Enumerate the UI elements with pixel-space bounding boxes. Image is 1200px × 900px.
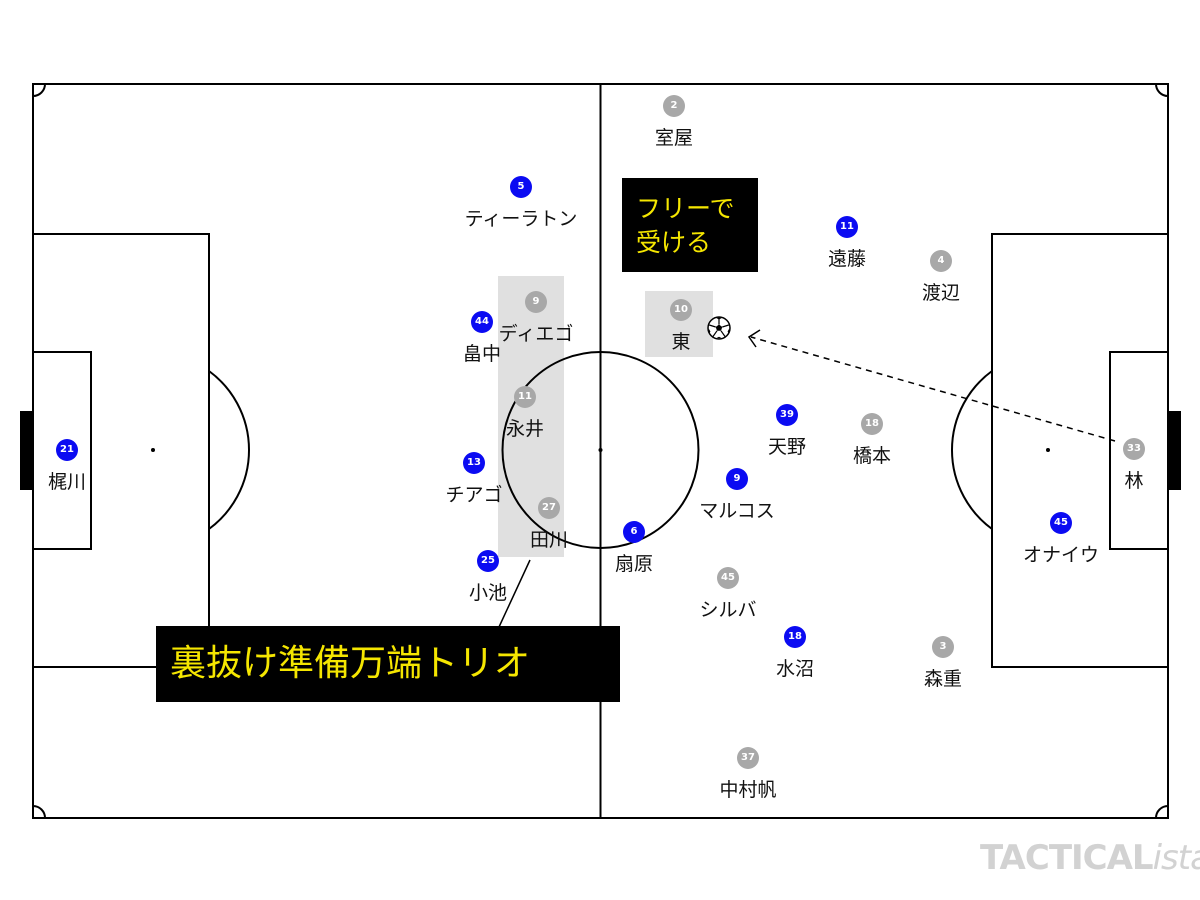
player-number-badge: 37 (737, 747, 759, 769)
away-player-nakamura-ho[interactable]: 37 中村帆 (688, 747, 808, 802)
player-name: 水沼 (775, 658, 814, 680)
home-player-mizunuma[interactable]: 18 水沼 (735, 626, 855, 681)
right-penalty-arc (951, 370, 993, 530)
away-player-tagawa[interactable]: 27 田川 (489, 497, 609, 552)
player-number-badge: 11 (836, 216, 858, 238)
away-player-silva[interactable]: 45 シルバ (668, 567, 788, 622)
free-receive-note: フリーで 受ける (622, 178, 758, 272)
free-receive-note-line1: フリーで (636, 194, 735, 223)
player-number-badge: 45 (717, 567, 739, 589)
player-name: 田川 (529, 529, 568, 551)
player-name: 中村帆 (719, 779, 777, 801)
player-name: 天野 (767, 436, 806, 458)
home-player-marcos[interactable]: 9 マルコス (677, 468, 797, 523)
away-player-hashimoto[interactable]: 18 橋本 (812, 413, 932, 468)
player-number-badge: 39 (776, 404, 798, 426)
player-number-badge: 10 (670, 299, 692, 321)
player-name: チアゴ (445, 484, 503, 506)
home-player-thiago[interactable]: 13 チアゴ (414, 452, 534, 507)
player-name: 渡辺 (921, 282, 960, 304)
player-name: 橋本 (852, 445, 891, 467)
player-number-badge: 18 (784, 626, 806, 648)
watermark-main: TACTICAL (980, 838, 1154, 878)
left-penalty-arc (208, 370, 250, 530)
player-name: 森重 (923, 668, 962, 690)
left-penalty-spot (151, 448, 155, 452)
corner-arc-bottom-right (1155, 805, 1169, 819)
free-receive-note-line2: 受ける (636, 228, 712, 257)
home-player-hatanaka[interactable]: 44 畠中 (422, 311, 542, 366)
player-number-badge: 44 (471, 311, 493, 333)
right-goal (1168, 411, 1181, 490)
away-player-muroya[interactable]: 2 室屋 (614, 95, 734, 150)
player-name: 小池 (468, 582, 507, 604)
away-player-watanabe[interactable]: 4 渡辺 (881, 250, 1001, 305)
corner-arc-top-right (1155, 83, 1169, 97)
player-name: オナイウ (1022, 544, 1099, 566)
trio-callout-line (498, 559, 531, 628)
home-player-endo[interactable]: 11 遠藤 (787, 216, 907, 271)
center-spot (598, 448, 603, 452)
right-penalty-spot (1046, 448, 1050, 452)
watermark-italic: ista (1152, 838, 1200, 878)
player-number-badge: 27 (538, 497, 560, 519)
player-number-badge: 11 (514, 386, 536, 408)
left-goal (20, 411, 33, 490)
center-circle (501, 351, 700, 549)
player-number-badge: 4 (930, 250, 952, 272)
player-number-badge: 33 (1123, 438, 1145, 460)
player-name: 扇原 (614, 553, 653, 575)
tacticalista-watermark: TACTICALista (980, 838, 1200, 878)
corner-arc-bottom-left (32, 805, 46, 819)
player-number-badge: 2 (663, 95, 685, 117)
home-player-onaiwu[interactable]: 45 オナイウ (1001, 512, 1121, 567)
home-player-kajikawa[interactable]: 21 梶川 (7, 439, 127, 494)
player-number-badge: 9 (726, 468, 748, 490)
home-player-amano[interactable]: 39 天野 (727, 404, 847, 459)
player-name: 畠中 (462, 343, 501, 365)
pass-arrow-line (750, 336, 1116, 442)
away-player-morishige[interactable]: 3 森重 (883, 636, 1003, 691)
player-name: 東 (671, 331, 691, 353)
away-player-hayashi[interactable]: 33 林 (1074, 438, 1194, 493)
corner-arc-top-left (32, 83, 46, 97)
player-number-badge: 25 (477, 550, 499, 572)
away-player-nagai[interactable]: 11 永井 (465, 386, 585, 441)
player-number-badge: 3 (932, 636, 954, 658)
player-name: 永井 (505, 418, 544, 440)
soccer-ball-icon (707, 316, 731, 340)
player-name: ティーラトン (464, 208, 578, 230)
away-player-higashi[interactable]: 10 東 (621, 299, 741, 354)
player-number-badge: 13 (463, 452, 485, 474)
home-player-ogihara[interactable]: 6 扇原 (574, 521, 694, 576)
player-name: シルバ (699, 599, 757, 621)
player-name: 遠藤 (827, 248, 866, 270)
trio-note: 裏抜け準備万端トリオ (156, 626, 620, 702)
player-name: ディエゴ (498, 323, 574, 345)
player-number-badge: 21 (56, 439, 78, 461)
player-name: マルコス (699, 500, 775, 522)
player-number-badge: 9 (525, 291, 547, 313)
home-player-koike[interactable]: 25 小池 (428, 550, 548, 605)
player-number-badge: 45 (1050, 512, 1072, 534)
player-name: 梶川 (47, 471, 86, 493)
home-player-thiraton[interactable]: 5 ティーラトン (461, 176, 581, 231)
player-number-badge: 6 (623, 521, 645, 543)
player-name: 林 (1124, 470, 1144, 492)
player-number-badge: 5 (510, 176, 532, 198)
player-number-badge: 18 (861, 413, 883, 435)
player-name: 室屋 (654, 127, 693, 149)
pass-arrow-head (747, 329, 761, 348)
away-player-diego[interactable]: 9 ディエゴ (476, 291, 596, 346)
